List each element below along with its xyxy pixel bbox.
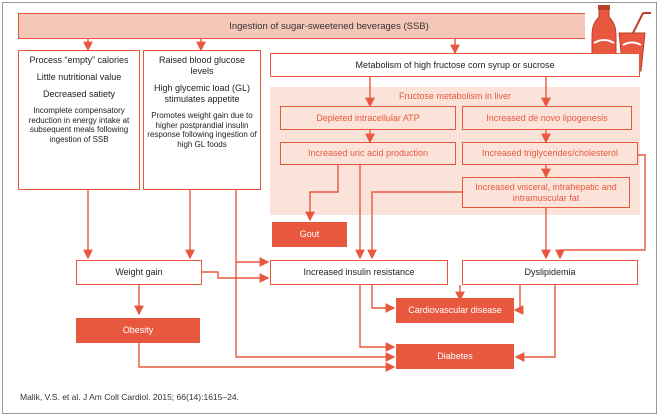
ssb-ingestion-label: Ingestion of sugar-sweetened beverages (… bbox=[229, 20, 429, 32]
visceral-fat-label: Increased visceral, intrahepatic and int… bbox=[475, 181, 617, 203]
empty-calories-point-2: Decreased satiety bbox=[42, 89, 116, 99]
triglycerides-box: Increased triglycerides/cholesterol bbox=[462, 142, 638, 165]
lipogenesis-label: Increased de novo lipogenesis bbox=[486, 112, 608, 123]
lipogenesis-box: Increased de novo lipogenesis bbox=[462, 106, 632, 130]
cardiovascular-disease-box: Cardiovascular disease bbox=[396, 298, 514, 323]
blood-glucose-box: Raised blood glucose levels High glycemi… bbox=[143, 50, 261, 190]
blood-glucose-point-2: Promotes weight gain due to higher postp… bbox=[147, 111, 257, 149]
insulin-resistance-box: Increased insulin resistance bbox=[270, 260, 448, 285]
arrow-obesity-diabetes bbox=[138, 343, 396, 372]
gout-label: Gout bbox=[299, 229, 320, 239]
weight-gain-box: Weight gain bbox=[76, 260, 202, 285]
arrow-weight-insulin bbox=[202, 271, 270, 283]
triglycerides-label: Increased triglycerides/cholesterol bbox=[481, 148, 619, 158]
arrow-dyslip-diabetes bbox=[514, 285, 556, 362]
depleted-atp-label: Depleted intracellular ATP bbox=[316, 112, 420, 123]
empty-calories-heading: Process “empty” calories bbox=[29, 55, 129, 65]
blood-glucose-heading: Raised blood glucose levels bbox=[158, 55, 246, 76]
obesity-box: Obesity bbox=[76, 318, 200, 343]
arrow-insulin-diabetes bbox=[359, 285, 396, 352]
empty-calories-point-3: Incomplete compensatory reduction in ene… bbox=[28, 106, 130, 144]
metabolism-box: Metabolism of high fructose corn syrup o… bbox=[270, 53, 640, 77]
arrow-uric-gout bbox=[305, 165, 339, 222]
liver-panel-title: Fructose metabolism in liver bbox=[398, 91, 512, 101]
citation: Malik, V.S. et al. J Am Coll Cardiol. 20… bbox=[20, 392, 239, 402]
arrow-dyslip-cvd bbox=[513, 285, 524, 315]
uric-acid-label: Increased uric acid production bbox=[307, 148, 429, 158]
arrow-col2-diabetes bbox=[235, 262, 396, 362]
diabetes-box: Diabetes bbox=[396, 344, 514, 369]
depleted-atp-box: Depleted intracellular ATP bbox=[280, 106, 456, 130]
cardiovascular-disease-label: Cardiovascular disease bbox=[408, 305, 502, 315]
visceral-fat-box: Increased visceral, intrahepatic and int… bbox=[462, 177, 630, 208]
weight-gain-label: Weight gain bbox=[115, 267, 163, 277]
diabetes-label: Diabetes bbox=[437, 351, 473, 361]
ssb-ingestion-banner: Ingestion of sugar-sweetened beverages (… bbox=[18, 13, 640, 39]
figure-frame bbox=[2, 2, 657, 414]
arrow-trig-dyslipidemia-outer bbox=[555, 154, 646, 260]
blood-glucose-point-1: High glycemic load (GL) stimulates appet… bbox=[153, 83, 251, 104]
arrow-insulin-cvd bbox=[371, 285, 396, 313]
empty-calories-box: Process “empty” calories Little nutritio… bbox=[18, 50, 140, 190]
gout-box: Gout bbox=[272, 222, 347, 247]
insulin-resistance-label: Increased insulin resistance bbox=[303, 267, 415, 277]
dyslipidemia-box: Dyslipidemia bbox=[462, 260, 638, 285]
arrow-fat-insulin bbox=[367, 191, 462, 260]
dyslipidemia-label: Dyslipidemia bbox=[524, 267, 576, 277]
uric-acid-box: Increased uric acid production bbox=[280, 142, 456, 165]
empty-calories-point-1: Little nutritional value bbox=[36, 72, 122, 82]
obesity-label: Obesity bbox=[122, 325, 154, 335]
metabolism-label: Metabolism of high fructose corn syrup o… bbox=[355, 59, 555, 70]
